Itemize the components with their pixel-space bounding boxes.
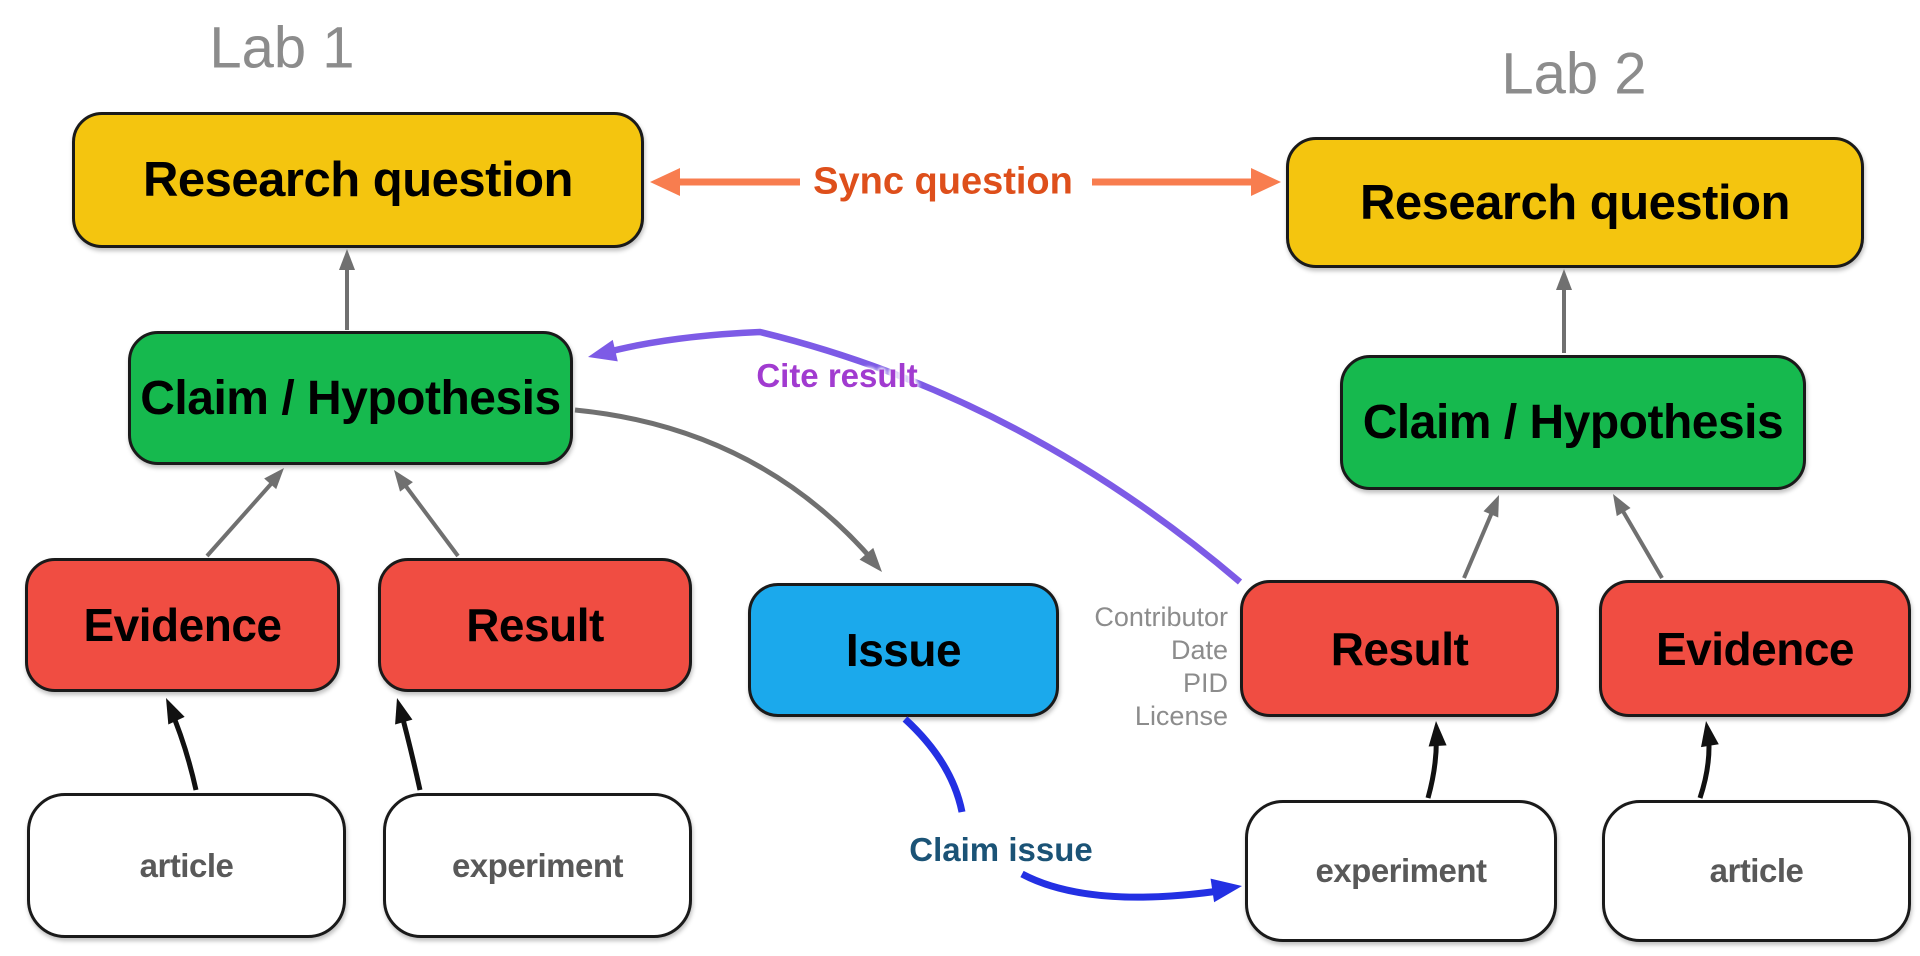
arrow-lab2-article-to-evidence [1697, 721, 1719, 799]
lab2-article-box: article [1602, 800, 1911, 942]
lab2-experiment-box: experiment [1245, 800, 1557, 942]
lab1-experiment-box: experiment [383, 793, 692, 938]
lab1-article-box: article [27, 793, 346, 938]
lab1-claim-hypothesis-box: Claim / Hypothesis [128, 331, 573, 465]
arrow-lab1-claim-to-question [339, 249, 355, 330]
lab1-research-question-box: Research question [72, 112, 644, 248]
arrow-lab1-experiment-to-result [395, 698, 423, 791]
lab2-research-question-box: Research question [1286, 137, 1864, 268]
lab1-evidence-box: Evidence [25, 558, 340, 692]
arrow-lab1-article-to-evidence [166, 698, 199, 791]
arrow-claim-to-issue [574, 407, 882, 572]
meta-license: License [1134, 701, 1228, 731]
meta-pid: PID [1182, 668, 1228, 698]
lab2-claim-hypothesis-box: Claim / Hypothesis [1340, 355, 1806, 490]
meta-contributor: Contributor [1094, 602, 1228, 632]
arrow-lab2-result-to-claim [1462, 495, 1499, 579]
lab2-evidence-box: Evidence [1599, 580, 1911, 717]
arrow-lab2-evidence-to-claim [1613, 494, 1664, 580]
arrow-lab1-evidence-to-claim [205, 468, 284, 558]
lab1-result-box: Result [378, 558, 692, 692]
sync-question-label: Sync question [813, 160, 1073, 203]
lab2-result-box: Result [1240, 580, 1559, 717]
lab2-title: Lab 2 [1501, 41, 1647, 107]
arrow-lab1-result-to-claim [394, 470, 460, 558]
arrow-lab2-experiment-to-result [1425, 721, 1447, 799]
arrow-claim-issue [902, 716, 1242, 903]
meta-date: Date [1170, 635, 1228, 665]
arrow-lab2-claim-to-question [1556, 269, 1572, 353]
lab1-title: Lab 1 [209, 15, 355, 81]
cite-result-label: Cite result [756, 357, 918, 394]
claim-issue-label: Claim issue [909, 831, 1093, 868]
issue-box: Issue [748, 583, 1059, 717]
result-metadata-list: Contributor Date PID License [998, 601, 1228, 733]
